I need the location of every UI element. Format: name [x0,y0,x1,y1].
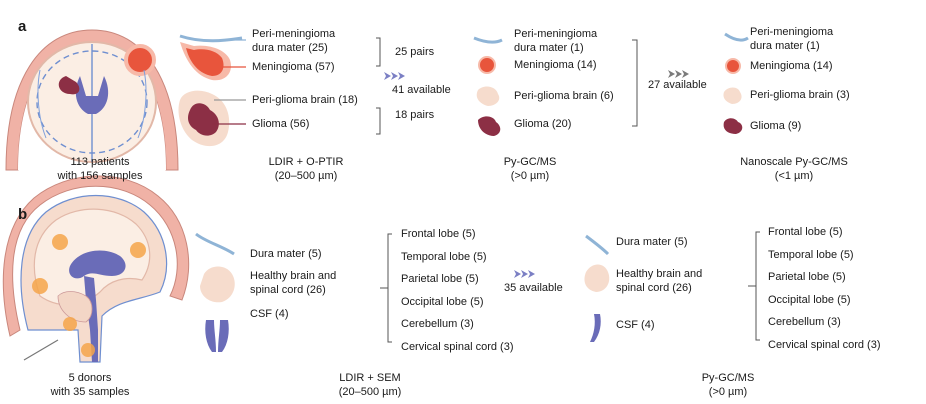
b-method1-name: LDIR + SEM [339,372,401,384]
panel-label-b: b [18,206,28,223]
b-region1-item: Parietal lobe (5) [401,273,479,285]
b-col1-icons [195,232,235,352]
b-region2-item: Cervical spinal cord (3) [768,338,881,351]
a-method1-name: LDIR + O-PTIR [268,156,344,168]
a-col3-glioma: Glioma (9) [750,120,802,132]
csf-icon [590,314,601,342]
a-available-1: 41 available [392,84,451,96]
a-samples: with 156 samples [57,169,143,182]
dura-icon [473,36,503,44]
a-col1-icons [178,34,243,147]
a-arrow-1 [384,72,405,80]
a-col3-meningioma: Meningioma (14) [750,60,833,72]
a-col3-icons [723,32,749,134]
a-method2-name: Py-GC/MS [503,156,557,168]
b-arrow [514,270,535,278]
axial-brain-illustration [5,29,179,171]
a-method2-range: (>0 µm) [510,169,550,182]
b-regions1-list: Frontal lobe (5) Temporal lobe (5) Parie… [401,228,513,354]
dura-icon [585,234,610,256]
b-cohort-caption: 5 donors with 35 samples [30,372,150,399]
brain-tissue-icon [200,266,235,303]
a-col3-peri-glioma: Peri-glioma brain (3) [750,89,850,101]
dura-icon [724,32,749,42]
glioma-icon [723,118,743,134]
a-method3-caption: Nanoscale Py-GC/MS (<1 µm) [724,156,864,183]
a-pairs-top: 25 pairs [395,46,435,58]
b-region2-item: Occipital lobe (5) [768,293,851,306]
b-region1-item: Temporal lobe (5) [401,250,487,263]
a-pairs-bottom: 18 pairs [395,109,435,121]
b-col2-dura: Dura mater (5) [616,236,688,248]
meningioma-icon [478,56,496,74]
b-donors: 5 donors [68,372,112,384]
a-method1-caption: LDIR + O-PTIR (20–500 µm) [236,156,376,183]
a-col2-peri-meningioma: Peri-meningioma dura mater (1) [514,28,598,54]
b-col1-brain: Healthy brain and spinal cord (26) [250,270,337,296]
b-method1-range: (20–500 µm) [338,385,402,398]
meningioma-icon [186,48,224,76]
b-col2-icons [584,234,610,342]
a-method2-caption: Py-GC/MS (>0 µm) [470,156,590,183]
meningioma-icon [725,58,741,74]
a-connector-lines [212,39,246,125]
a-bracket-2 [632,39,638,127]
a-patients: 113 patients [70,156,130,168]
glioma-icon [478,116,501,136]
b-method2-caption: Py-GC/MS (>0 µm) [668,372,788,399]
a-col1-meningioma: Meningioma (57) [252,61,335,73]
sagittal-head-illustration [2,175,190,363]
b-bracket-2 [748,231,760,341]
b-col2-csf: CSF (4) [616,319,655,331]
b-method2-range: (>0 µm) [708,385,748,398]
brain-tissue-icon [723,87,742,104]
a-col2-icons [473,36,503,136]
b-available: 35 available [504,282,563,294]
b-region2-item: Cerebellum (3) [768,316,841,328]
b-region2-item: Frontal lobe (5) [768,226,843,238]
a-method1-range: (20–500 µm) [274,169,338,182]
dura-icon [195,232,235,256]
b-region2-item: Parietal lobe (5) [768,271,846,283]
b-col1-csf: CSF (4) [250,308,289,320]
a-method3-range: (<1 µm) [774,169,814,182]
dura-icon [179,34,243,43]
a-pairs-brackets [376,37,381,135]
brain-tissue-icon [584,264,610,292]
b-region1-item: Frontal lobe (5) [401,228,476,240]
a-method3-name: Nanoscale Py-GC/MS [740,156,848,168]
a-col1-peri-glioma: Peri-glioma brain (18) [252,94,358,106]
brain-tissue-icon [476,86,500,106]
a-col3-peri-meningioma: Peri-meningioma dura mater (1) [750,26,834,52]
a-cohort-caption: 113 patients with 156 samples [40,156,160,183]
b-region1-item: Cervical spinal cord (3) [401,340,514,353]
panel-label-a: a [18,18,27,35]
b-region1-item: Cerebellum (3) [401,318,474,330]
csf-icon [205,320,216,352]
b-col2-brain: Healthy brain and spinal cord (26) [616,268,703,294]
b-col1-dura: Dura mater (5) [250,248,322,260]
a-col1-glioma: Glioma (56) [252,118,310,130]
b-method2-name: Py-GC/MS [701,372,755,384]
glioma-icon [188,103,219,136]
b-regions2-list: Frontal lobe (5) Temporal lobe (5) Parie… [768,226,880,352]
a-col2-peri-glioma: Peri-glioma brain (6) [514,90,614,102]
b-region1-item: Occipital lobe (5) [401,295,484,308]
b-bracket-1 [380,233,392,343]
a-available-2: 27 available [648,79,707,91]
b-method1-caption: LDIR + SEM (20–500 µm) [310,372,430,399]
a-arrow-2 [668,70,689,78]
b-region2-item: Temporal lobe (5) [768,248,854,261]
a-col2-meningioma: Meningioma (14) [514,59,597,71]
b-samples: with 35 samples [50,385,130,398]
a-col2-glioma: Glioma (20) [514,118,572,130]
a-col1-peri-meningioma: Peri-meningioma dura mater (25) [252,28,336,54]
